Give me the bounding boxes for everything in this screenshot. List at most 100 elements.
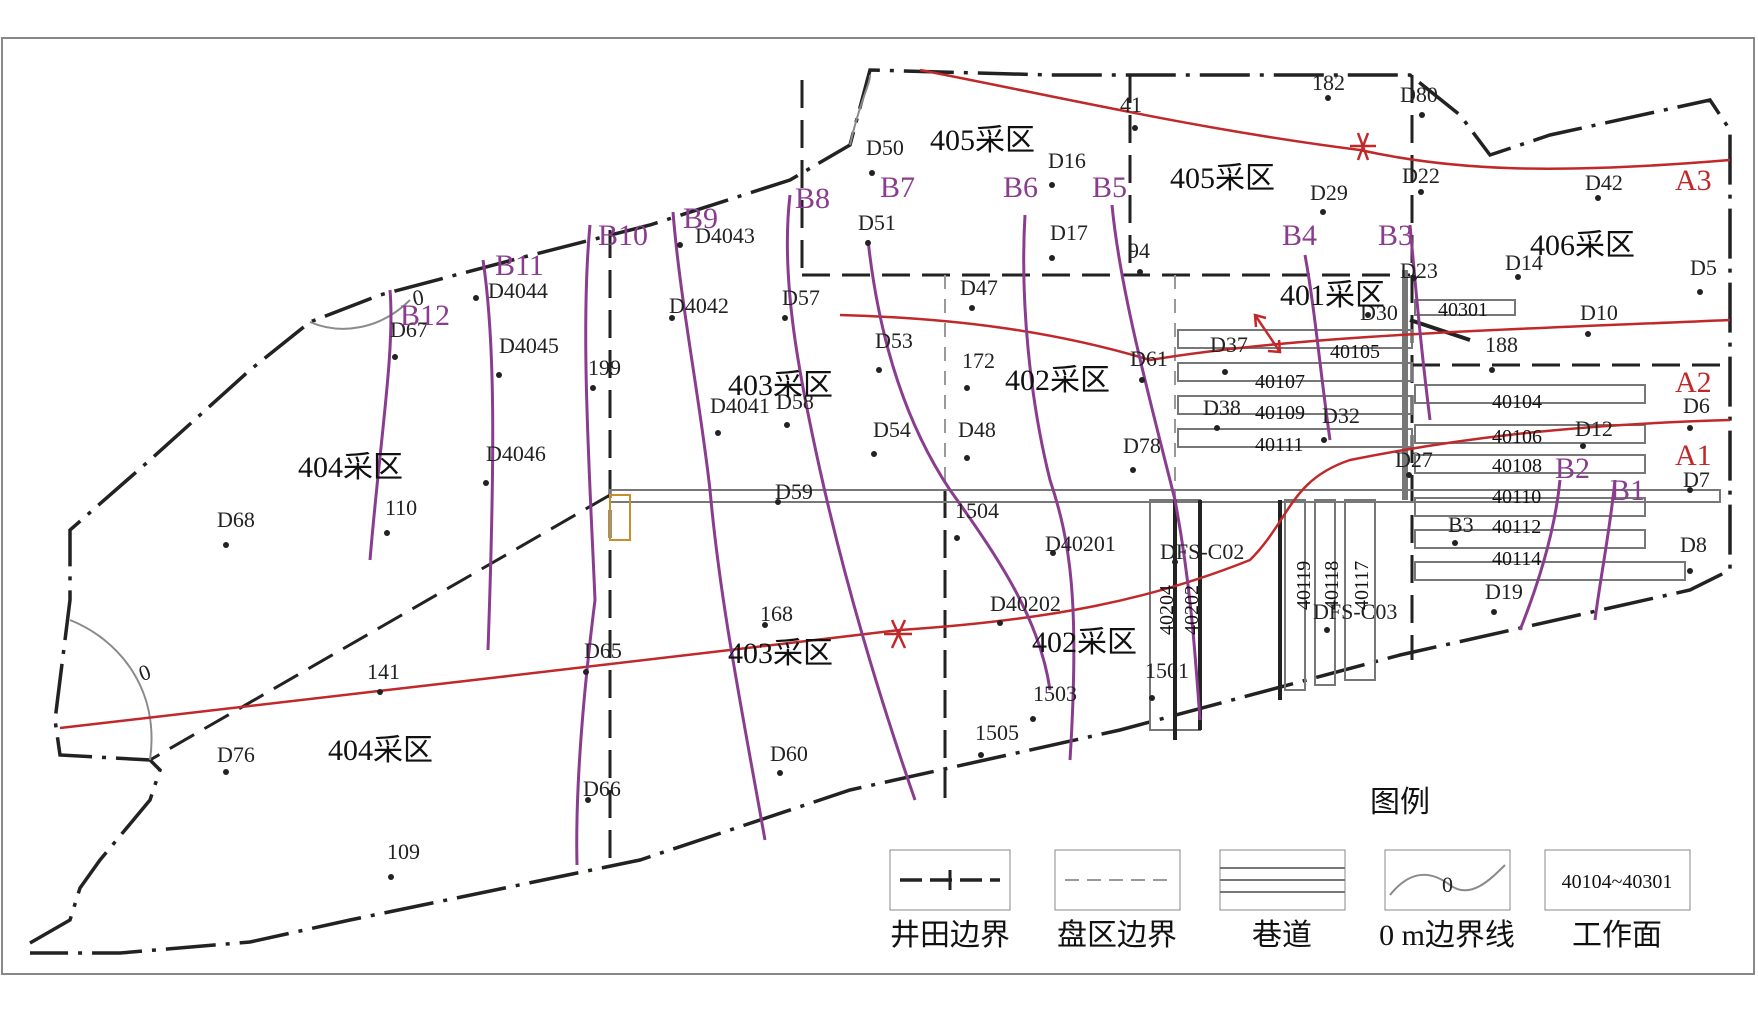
well-dot-icon	[969, 305, 975, 311]
well-label: D19	[1485, 579, 1523, 604]
roadway-dark	[1173, 318, 1471, 740]
well-label: D22	[1402, 163, 1440, 188]
well-label: 1503	[1033, 681, 1077, 706]
well-dot-icon	[871, 451, 877, 457]
well-label: D61	[1130, 346, 1168, 371]
fault-icon	[1350, 132, 1376, 161]
well-dot-icon	[473, 295, 479, 301]
well-label: 1504	[955, 498, 999, 523]
well-dot-icon	[1491, 609, 1497, 615]
well-marker: D47	[960, 275, 998, 311]
well-dot-icon	[1172, 559, 1178, 565]
well-marker: 1505	[975, 720, 1019, 758]
well-dot-icon	[388, 874, 394, 880]
well-label: D4046	[486, 441, 546, 466]
well-label: D59	[775, 479, 813, 504]
profile-line-label: B3	[1378, 219, 1413, 252]
well-marker: D19	[1485, 579, 1523, 615]
well-marker: D66	[583, 776, 621, 803]
mining-area-label: 404采区	[328, 734, 433, 767]
profile-lines-a	[59, 68, 1731, 730]
well-marker: 199	[588, 355, 621, 391]
well-marker: 172	[962, 348, 995, 391]
well-label: D57	[782, 285, 820, 310]
well-dot-icon	[876, 367, 882, 373]
well-marker: 141	[367, 659, 400, 695]
legend-label: 工作面	[1572, 919, 1662, 952]
well-dot-icon	[669, 315, 675, 321]
well-dot-icon	[1687, 568, 1693, 574]
zero-m-lines	[69, 74, 871, 761]
well-label: D42	[1585, 170, 1623, 195]
working-face-label: 40119	[1293, 561, 1315, 610]
well-label: D27	[1395, 447, 1433, 472]
well-dot-icon	[1687, 425, 1693, 431]
well-label: D29	[1310, 180, 1348, 205]
well-marker: 109	[387, 839, 420, 880]
well-label: 172	[962, 348, 995, 373]
well-dot-icon	[1411, 275, 1417, 281]
well-dot-icon	[1130, 467, 1136, 473]
well-label: D4043	[695, 223, 755, 248]
well-marker: 168	[760, 601, 793, 628]
well-marker: DFS-C02	[1160, 539, 1244, 565]
well-dot-icon	[1050, 550, 1056, 556]
well-marker: 188	[1485, 332, 1518, 373]
well-label: D4041	[710, 393, 770, 418]
profile-line-b4	[1303, 254, 1332, 441]
profile-line-label: B11	[495, 249, 544, 282]
working-face-label: 40110	[1492, 486, 1541, 508]
well-label: D8	[1680, 532, 1707, 557]
well-dot-icon	[1030, 716, 1036, 722]
legend-sample: 0	[1442, 872, 1453, 897]
well-marker: D10	[1580, 300, 1618, 337]
well-marker: D60	[770, 741, 808, 776]
well-dot-icon	[483, 480, 489, 486]
well-label: D50	[866, 135, 904, 160]
well-dot-icon	[223, 769, 229, 775]
well-marker: D38	[1203, 395, 1241, 431]
profile-line-b6	[1022, 214, 1076, 761]
profile-line-label: B2	[1555, 452, 1590, 485]
legend-item-working-face: 40104~40301 工作面	[1544, 849, 1691, 952]
well-marker: 1504	[954, 498, 999, 541]
well-label: DFS-C03	[1313, 599, 1397, 624]
mine-field-boundary	[29, 68, 1732, 955]
well-label: DFS-C02	[1160, 539, 1244, 564]
well-marker: 1503	[1030, 681, 1077, 722]
well-label: D68	[217, 507, 255, 532]
mining-area-label: 405采区	[1170, 162, 1275, 195]
well-dot-icon	[1137, 269, 1143, 275]
legend-item-zero-line: 0 0 m边界线	[1379, 849, 1515, 952]
well-dot-icon	[583, 669, 589, 675]
well-marker: D59	[775, 479, 813, 505]
well-marker: D80	[1400, 82, 1438, 118]
profile-line-label: B10	[598, 219, 648, 252]
mining-area-label: 403采区	[728, 637, 833, 670]
well-dot-icon	[978, 752, 984, 758]
profile-line-b3	[1408, 224, 1432, 421]
legend-item-mine-boundary: 井田边界	[889, 849, 1011, 952]
well-marker: B3	[1448, 512, 1474, 546]
profile-line-b12	[368, 289, 393, 561]
legend-label: 巷道	[1252, 919, 1312, 952]
well-label: 110	[385, 495, 417, 520]
well-marker: D32	[1321, 403, 1360, 443]
profile-line-label: B4	[1282, 219, 1317, 252]
well-dot-icon	[777, 770, 783, 776]
well-marker: D4044	[473, 278, 548, 303]
well-label: 41	[1120, 92, 1142, 117]
well-label: D4045	[499, 333, 559, 358]
well-label: D32	[1322, 403, 1360, 428]
well-label: D65	[584, 638, 622, 663]
well-dot-icon	[1321, 437, 1327, 443]
well-dot-icon	[1320, 209, 1326, 215]
well-label: 1501	[1145, 658, 1189, 683]
well-marker: D58	[776, 389, 814, 428]
well-label: D58	[776, 389, 814, 414]
well-label: D78	[1123, 433, 1161, 458]
well-dot-icon	[1049, 255, 1055, 261]
well-marker: 1501	[1145, 658, 1189, 701]
